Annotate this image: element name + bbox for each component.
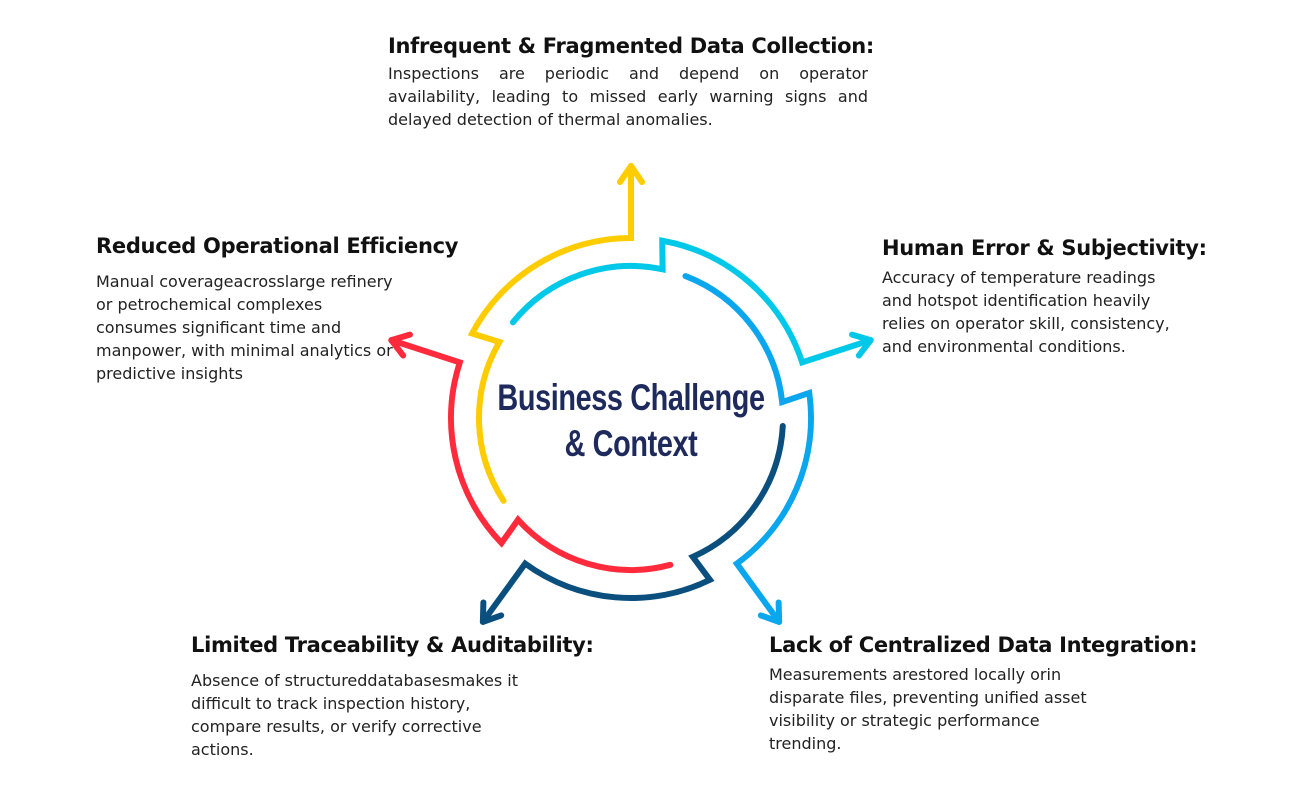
cyan-arrowhead-icon — [849, 331, 874, 359]
blue-cycle-arrow — [682, 273, 814, 625]
center-title-line1: Business Challenge — [497, 377, 765, 418]
challenge-body: Accuracy of temperature readings and hot… — [882, 268, 1170, 356]
cyan-cycle-arrow — [509, 237, 874, 367]
challenge-data-integration: Lack of Centralized Data Integration: Me… — [769, 633, 1198, 755]
challenge-title: Lack of Centralized Data Integration: — [769, 633, 1198, 657]
challenge-body: Measurements arestored locally orin disp… — [769, 665, 1087, 753]
challenge-human-error: Human Error & Subjectivity: Accuracy of … — [882, 236, 1207, 358]
challenge-body: Absence of structureddatabasesmakes it d… — [191, 671, 519, 759]
blue-arrowhead-icon — [757, 599, 783, 625]
challenge-title: Infrequent & Fragmented Data Collection: — [388, 34, 874, 58]
navy-arrowhead-icon — [479, 599, 505, 625]
center-title-line2: & Context — [564, 423, 698, 464]
challenge-body: Inspections are periodic and depend on o… — [388, 64, 868, 129]
challenge-title: Reduced Operational Efficiency — [96, 234, 459, 258]
challenge-data-collection: Infrequent & Fragmented Data Collection:… — [388, 34, 874, 131]
challenge-title: Human Error & Subjectivity: — [882, 236, 1207, 260]
challenge-operational-efficiency: Reduced Operational Efficiency Manual co… — [96, 234, 459, 385]
challenge-title: Limited Traceability & Auditability: — [191, 633, 594, 657]
center-title: Business Challenge & Context — [475, 375, 787, 467]
yellow-cycle-arrow — [467, 163, 634, 504]
yellow-arrowhead-icon — [617, 163, 645, 185]
navy-cycle-arrow — [479, 422, 786, 625]
red-cycle-arrow — [388, 337, 674, 573]
challenge-body: Manual coverageacrosslarge refinery or p… — [96, 272, 393, 383]
challenge-traceability: Limited Traceability & Auditability: Abs… — [191, 633, 594, 761]
red-arrowhead-icon — [388, 331, 413, 359]
